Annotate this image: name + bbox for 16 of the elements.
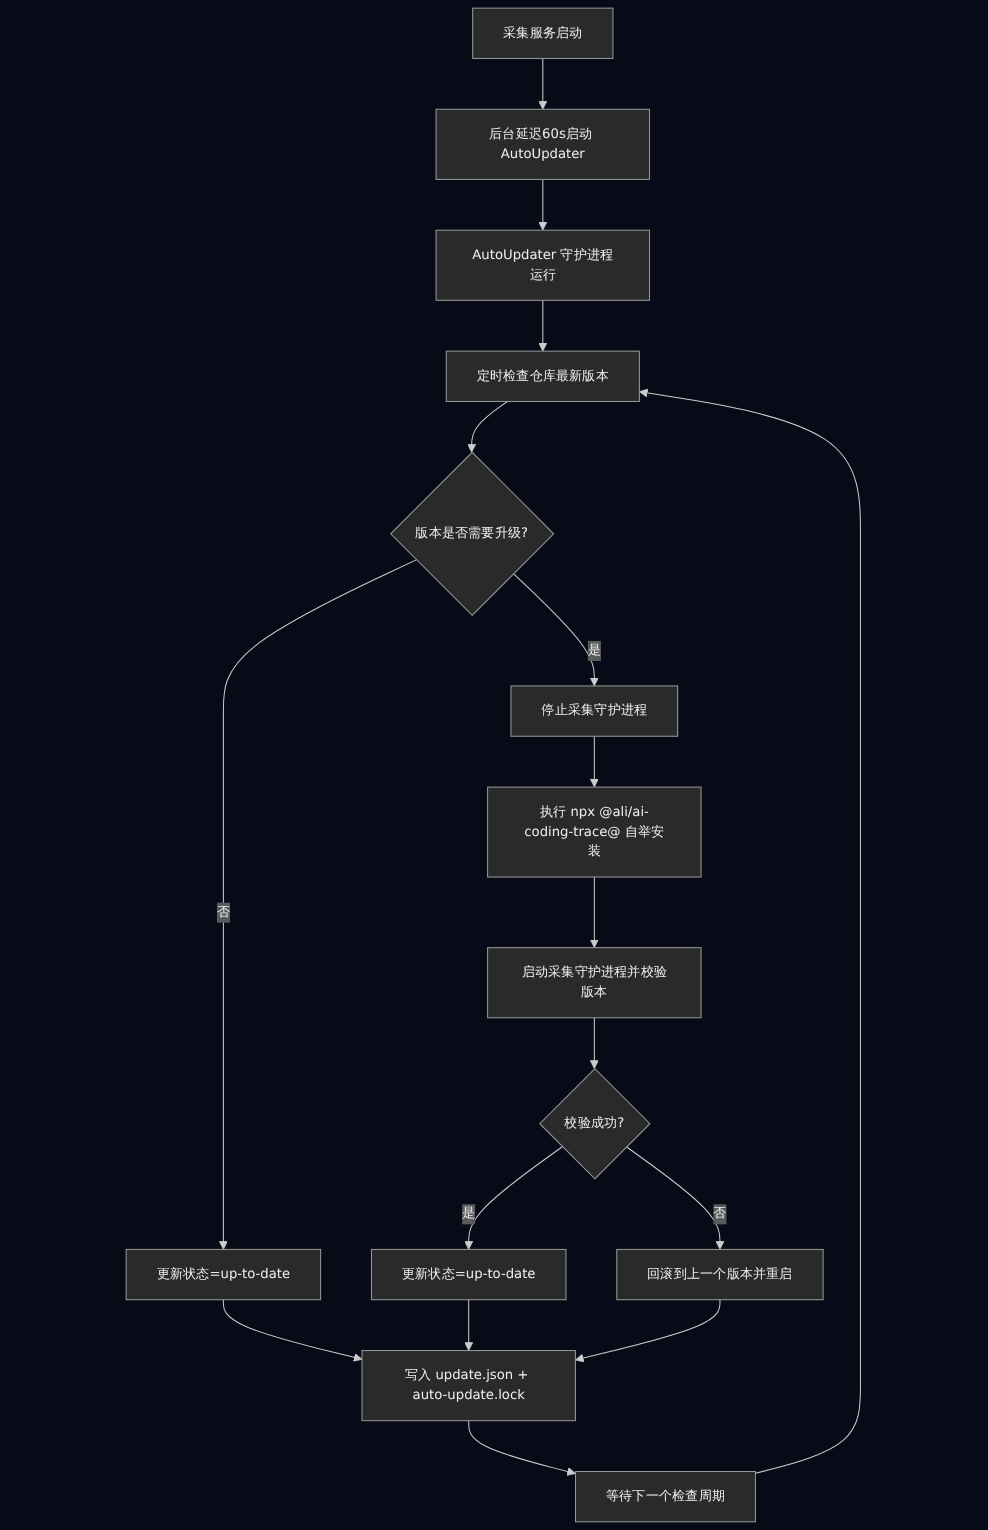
arrow [626, 1146, 726, 1250]
arrow [575, 1299, 722, 1363]
arrow [219, 559, 418, 1250]
arrow [590, 1017, 600, 1070]
arrow [467, 401, 509, 453]
arrow [464, 1146, 564, 1250]
arrow [590, 735, 600, 788]
arrow [513, 573, 600, 687]
arrow [539, 57, 548, 110]
arrow [539, 178, 548, 231]
arrow [468, 1420, 577, 1476]
arrow [639, 388, 862, 1474]
arrow [539, 299, 548, 352]
arrow [223, 1299, 364, 1362]
arrow [590, 876, 600, 949]
arrow [464, 1299, 474, 1351]
